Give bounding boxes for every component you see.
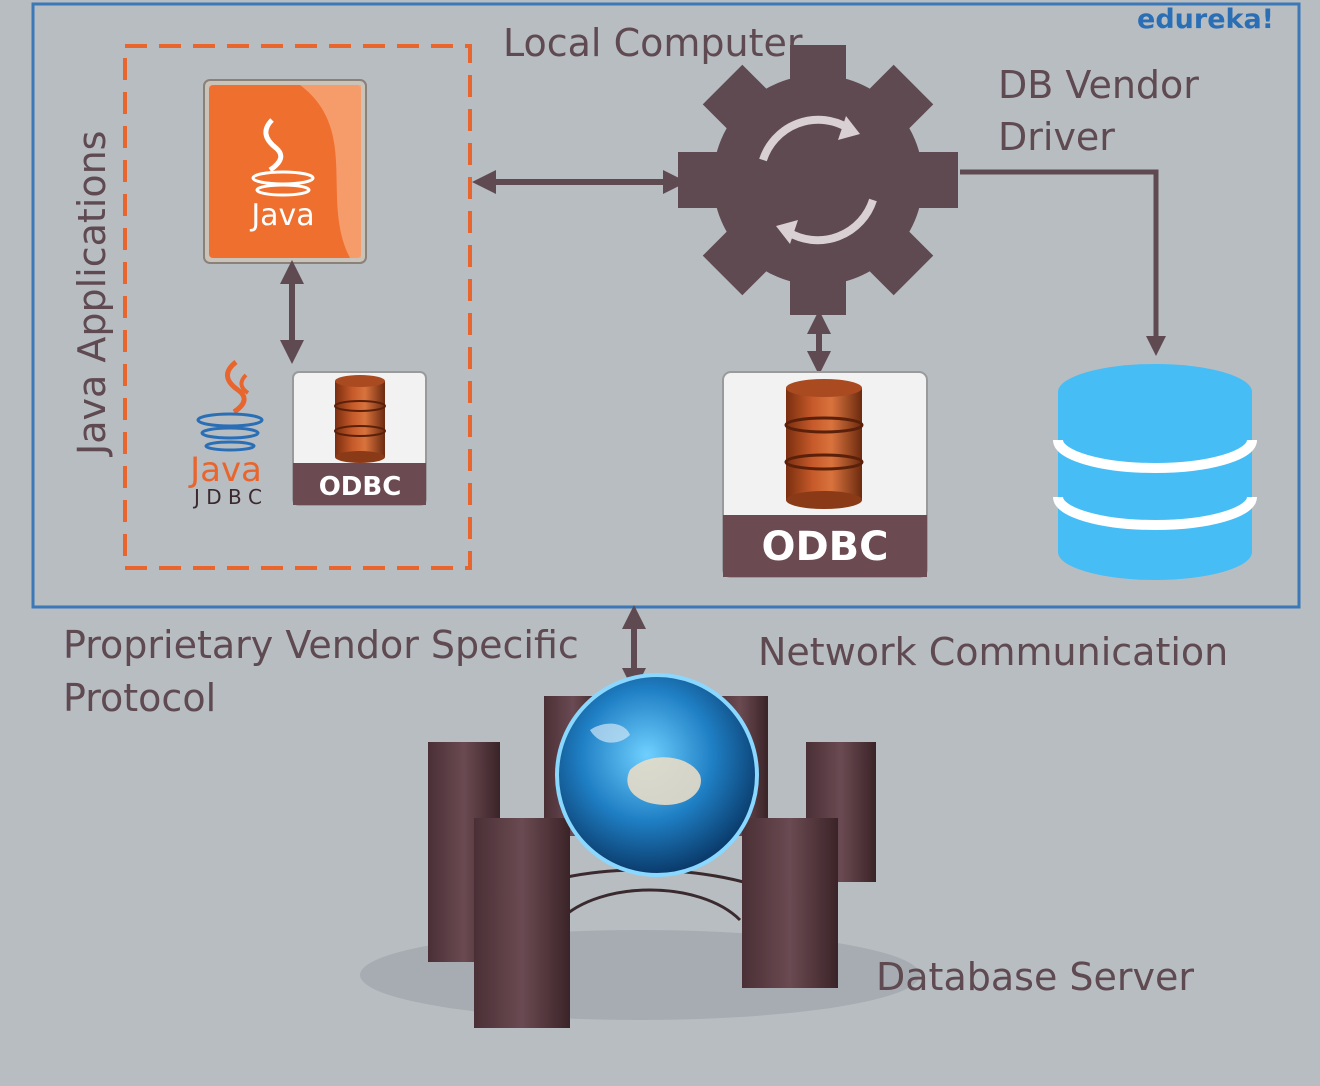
java-jdbc-word: Java (188, 450, 262, 490)
proprietary-protocol-line2: Protocol (63, 676, 217, 720)
odbc-large-icon: ODBC (722, 371, 928, 578)
odbc-small-label: ODBC (319, 472, 402, 502)
local-computer-frame (31, 2, 1301, 609)
edureka-logo: edureka! (1137, 4, 1274, 35)
java-jdbc-logo: Java J D B C (188, 360, 264, 509)
java-applications-box (123, 44, 472, 570)
gear-icon (678, 45, 958, 315)
jdbc-label: J D B C (192, 485, 262, 509)
network-communication-label: Network Communication (758, 630, 1229, 674)
java-applications-label: Java Applications (70, 130, 114, 455)
proprietary-protocol-line1: Proprietary Vendor Specific (63, 623, 579, 667)
server-tower (474, 818, 570, 1028)
database-server-label: Database Server (876, 955, 1195, 999)
java-file-icon: Java (203, 79, 367, 264)
database-server-cluster (360, 673, 920, 1028)
local-computer-label: Local Computer (503, 21, 803, 65)
odbc-large-label: ODBC (761, 524, 888, 570)
database-icon (1053, 364, 1257, 580)
db-vendor-label-line2: Driver (998, 115, 1115, 159)
db-vendor-label-line1: DB Vendor (998, 63, 1199, 107)
arrow-driver-to-database (960, 169, 1166, 356)
server-tower (742, 818, 838, 988)
java-file-label: Java (249, 198, 314, 233)
odbc-small-icon: ODBC (292, 371, 427, 506)
